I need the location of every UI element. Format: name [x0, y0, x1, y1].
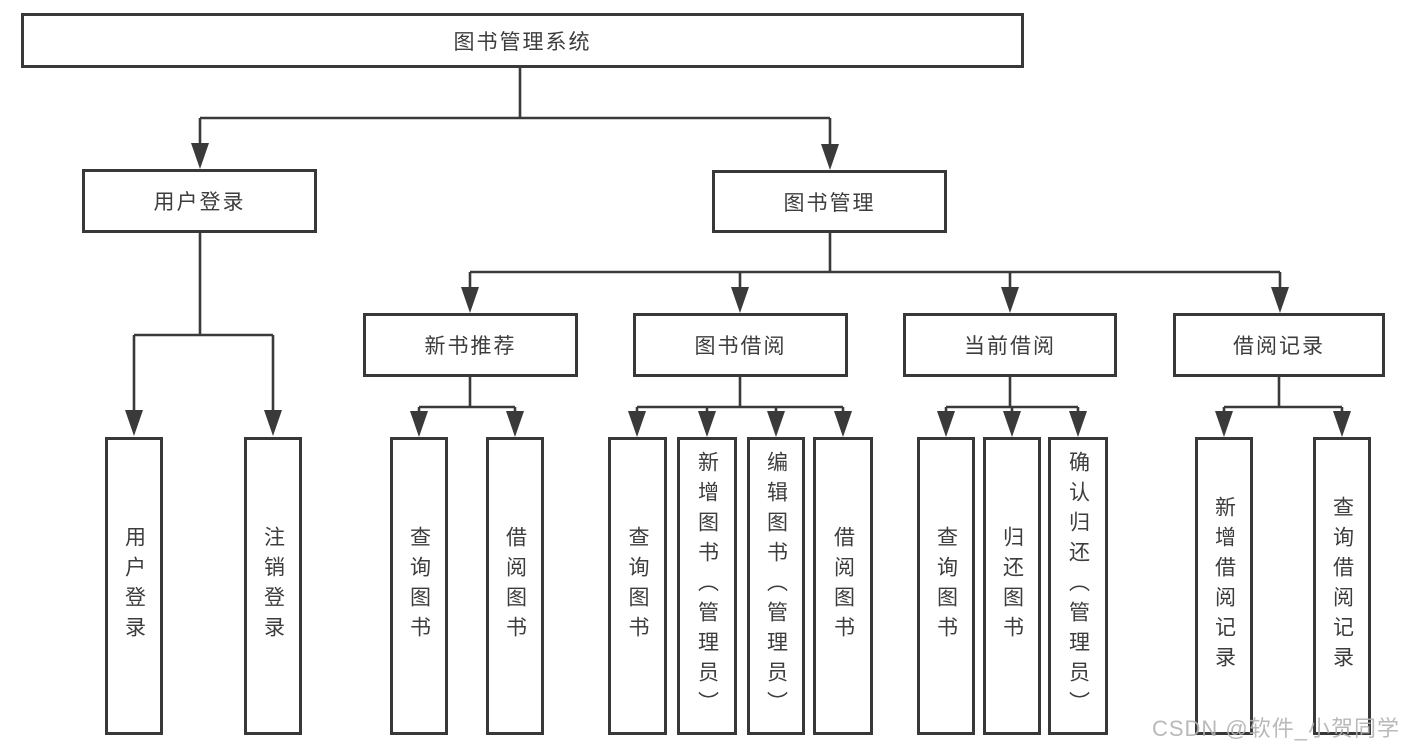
- leaf-borrow-borrow-books: 借阅图书: [813, 437, 873, 735]
- leaf-borrow-query-books: 查询图书: [608, 437, 667, 735]
- node-user-login: 用户登录: [82, 169, 317, 233]
- leaf-newbook-borrow-books: 借阅图书: [486, 437, 544, 735]
- leaf-logout: 注销登录: [244, 437, 302, 735]
- node-new-book-recommend: 新书推荐: [363, 313, 578, 377]
- node-root-system: 图书管理系统: [21, 13, 1024, 68]
- leaf-borrow-edit-books-admin: 编辑图书（管理员）: [747, 437, 805, 735]
- leaf-user-login: 用户登录: [105, 437, 163, 735]
- leaf-borrow-add-books-admin: 新增图书（管理员）: [677, 437, 737, 735]
- node-borrow-records: 借阅记录: [1173, 313, 1385, 377]
- leaf-records-query-record: 查询借阅记录: [1313, 437, 1371, 735]
- leaf-current-confirm-return-admin: 确认归还（管理员）: [1048, 437, 1108, 735]
- leaf-current-return-books: 归还图书: [983, 437, 1041, 735]
- node-book-borrowing: 图书借阅: [633, 313, 848, 377]
- leaf-newbook-query-books: 查询图书: [390, 437, 448, 735]
- leaf-records-add-record: 新增借阅记录: [1195, 437, 1253, 735]
- node-book-management: 图书管理: [712, 170, 947, 233]
- node-current-borrowing: 当前借阅: [903, 313, 1117, 377]
- leaf-current-query-books: 查询图书: [917, 437, 975, 735]
